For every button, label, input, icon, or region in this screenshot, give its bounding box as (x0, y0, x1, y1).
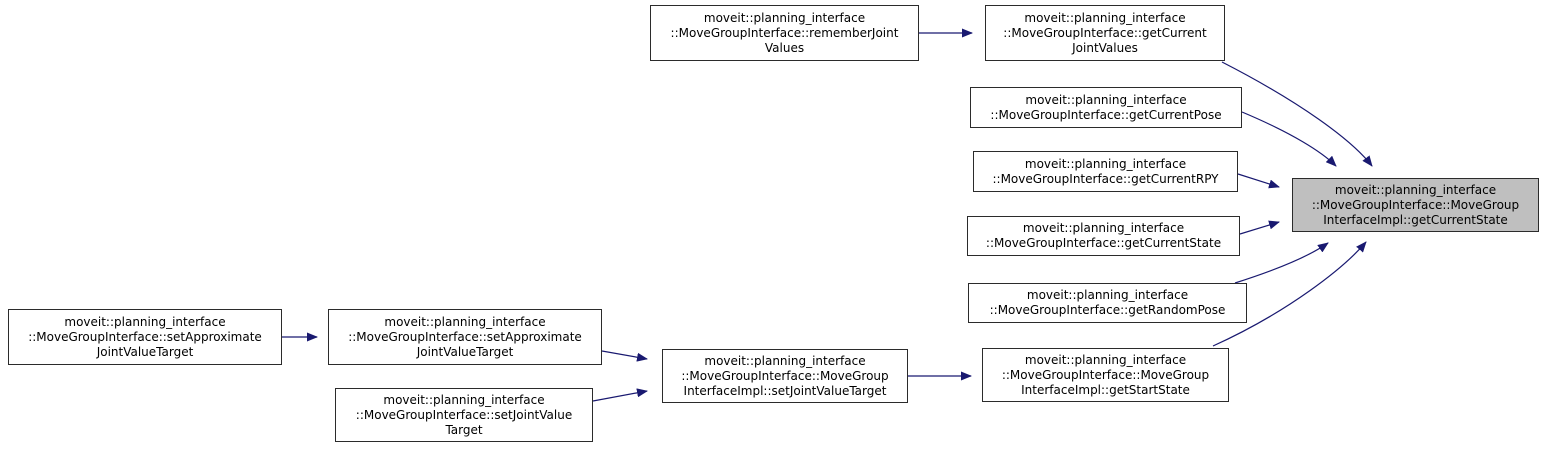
node-label-line: ::MoveGroupInterface::getRandomPose (989, 303, 1226, 317)
node-get-random-pose[interactable]: moveit::planning_interface ::MoveGroupIn… (968, 283, 1247, 323)
node-label-line: moveit::planning_interface (1026, 288, 1189, 302)
node-label-line: moveit::planning_interface (1025, 92, 1187, 107)
node-label-line: InterfaceImpl::getStartState (1021, 382, 1190, 397)
node-label-line: ::MoveGroupInterface::setApproximate (28, 329, 262, 344)
node-label-line: moveit::planning_interface (1022, 221, 1185, 235)
edge-set-approx-to-set-joint-value-target-impl (601, 350, 648, 362)
node-label-line: ::MoveGroupInterface::MoveGroup (1001, 367, 1210, 382)
node-label-line: moveit::planning_interface (64, 314, 226, 329)
node-get-current-pose[interactable]: moveit::planning_interface ::MoveGroupIn… (970, 87, 1242, 128)
node-label-line: ::MoveGroupInterface::getCurrentState (985, 236, 1222, 250)
node-label-line: moveit::planning_interface (1024, 352, 1187, 367)
edge-get-random-pose-to-get-current-state-impl (1234, 242, 1329, 284)
node-label-line: JointValueTarget (416, 344, 514, 359)
node-get-start-state-impl[interactable]: moveit::planning_interface ::MoveGroupIn… (982, 348, 1229, 402)
node-get-current-joint-values[interactable]: moveit::planning_interface ::MoveGroupIn… (985, 5, 1225, 61)
node-label-line: Values (764, 40, 805, 55)
node-label-line: moveit::planning_interface (703, 10, 866, 25)
node-label-line: InterfaceImpl::setJointValueTarget (683, 383, 887, 398)
edge-get-current-joint-values-to-get-current-state-impl (1221, 61, 1373, 167)
node-label-line: ::MoveGroupInterface::setJointValue (355, 407, 573, 422)
node-label-line: ::MoveGroupInterface::getCurrent (1003, 25, 1207, 40)
node-label-line: ::MoveGroupInterface::MoveGroup (681, 368, 889, 383)
node-label-line: moveit::planning_interface (384, 314, 546, 329)
node-get-current-state-impl-highlighted[interactable]: moveit::planning_interface ::MoveGroupIn… (1292, 178, 1539, 232)
node-label-line: moveit::planning_interface (1024, 10, 1186, 25)
node-label-line: moveit::planning_interface (704, 353, 866, 368)
node-label-line: moveit::planning_interface (383, 392, 545, 407)
node-set-approximate-joint-value-target[interactable]: moveit::planning_interface ::MoveGroupIn… (328, 309, 602, 365)
node-label-line: ::MoveGroupInterface::getCurrentPose (990, 107, 1222, 122)
node-label-line: moveit::planning_interface (1334, 182, 1497, 197)
node-label-line: ::MoveGroupInterface::getCurrentRPY (992, 171, 1219, 186)
node-get-current-rpy[interactable]: moveit::planning_interface ::MoveGroupIn… (973, 151, 1238, 192)
edge-get-current-state-to-get-current-state-impl (1239, 220, 1280, 235)
node-set-joint-value-target[interactable]: moveit::planning_interface ::MoveGroupIn… (335, 388, 593, 442)
node-label-line: ::MoveGroupInterface::setApproximate (348, 329, 582, 344)
edge-get-current-rpy-to-get-current-state-impl (1237, 173, 1280, 189)
node-set-approximate-joint-value-target-caller[interactable]: moveit::planning_interface ::MoveGroupIn… (8, 309, 282, 365)
node-label-line: InterfaceImpl::getCurrentState (1323, 212, 1508, 227)
node-get-current-state[interactable]: moveit::planning_interface ::MoveGroupIn… (967, 216, 1240, 256)
edge-set-joint-value-target-to-impl (592, 388, 648, 402)
node-label-line: ::MoveGroupInterface::rememberJoint (670, 25, 899, 40)
node-remember-joint-values[interactable]: moveit::planning_interface ::MoveGroupIn… (650, 5, 919, 61)
node-label-line: JointValues (1072, 40, 1138, 55)
node-set-joint-value-target-impl[interactable]: moveit::planning_interface ::MoveGroupIn… (662, 349, 908, 403)
node-label-line: moveit::planning_interface (1024, 156, 1187, 171)
node-label-line: ::MoveGroupInterface::MoveGroup (1311, 197, 1520, 212)
edge-get-current-pose-to-get-current-state-impl (1241, 111, 1337, 167)
node-label-line: Target (445, 422, 483, 437)
node-label-line: JointValueTarget (96, 344, 194, 359)
